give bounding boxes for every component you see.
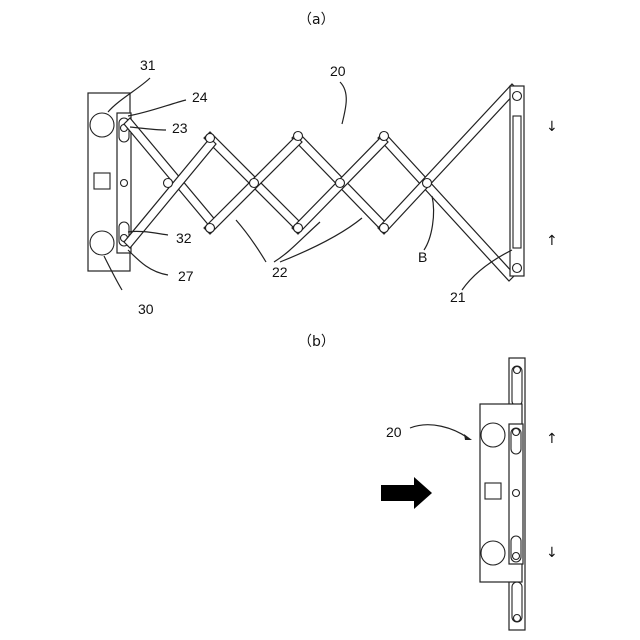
mount-hole-bottom [90,231,114,255]
pin-bottom-b [513,553,520,560]
mount-hole-bottom-b [481,541,505,565]
label-24: 24 [192,89,208,105]
square-block-b [485,483,501,499]
caption-a: （a） [298,12,335,28]
bar-21-inner [513,116,521,248]
leader-20-b-head [464,434,472,440]
mount-hole-top-b [481,423,505,447]
label-20-b: 20 [386,424,402,440]
label-20: 20 [330,63,346,79]
scissor-arms [124,84,518,281]
bar-b-pin-bottom [514,615,521,622]
square-block [94,173,110,189]
bar-b-pin-top [514,367,521,374]
push-arrow [381,477,432,509]
arrow-down-b: ↓ [546,545,558,561]
label-31: 31 [140,57,156,73]
label-32: 32 [176,230,192,246]
label-30: 30 [138,301,154,317]
pin-center-b [513,490,520,497]
label-23: 23 [172,120,188,136]
label-B: B [418,249,427,265]
pivots [164,92,522,273]
label-27: 27 [178,268,194,284]
caption-b: （b） [298,334,335,350]
label-21: 21 [450,289,466,305]
label-22: 22 [272,264,288,280]
mount-hole-top [90,113,114,137]
rail-center-pin [121,180,128,187]
arrow-up-b: ↑ [546,431,558,447]
leader-20-b [410,425,468,438]
pin-top-b [513,429,520,436]
arrow-down-a: ↓ [546,119,558,135]
arrow-up-a: ↑ [546,233,558,249]
